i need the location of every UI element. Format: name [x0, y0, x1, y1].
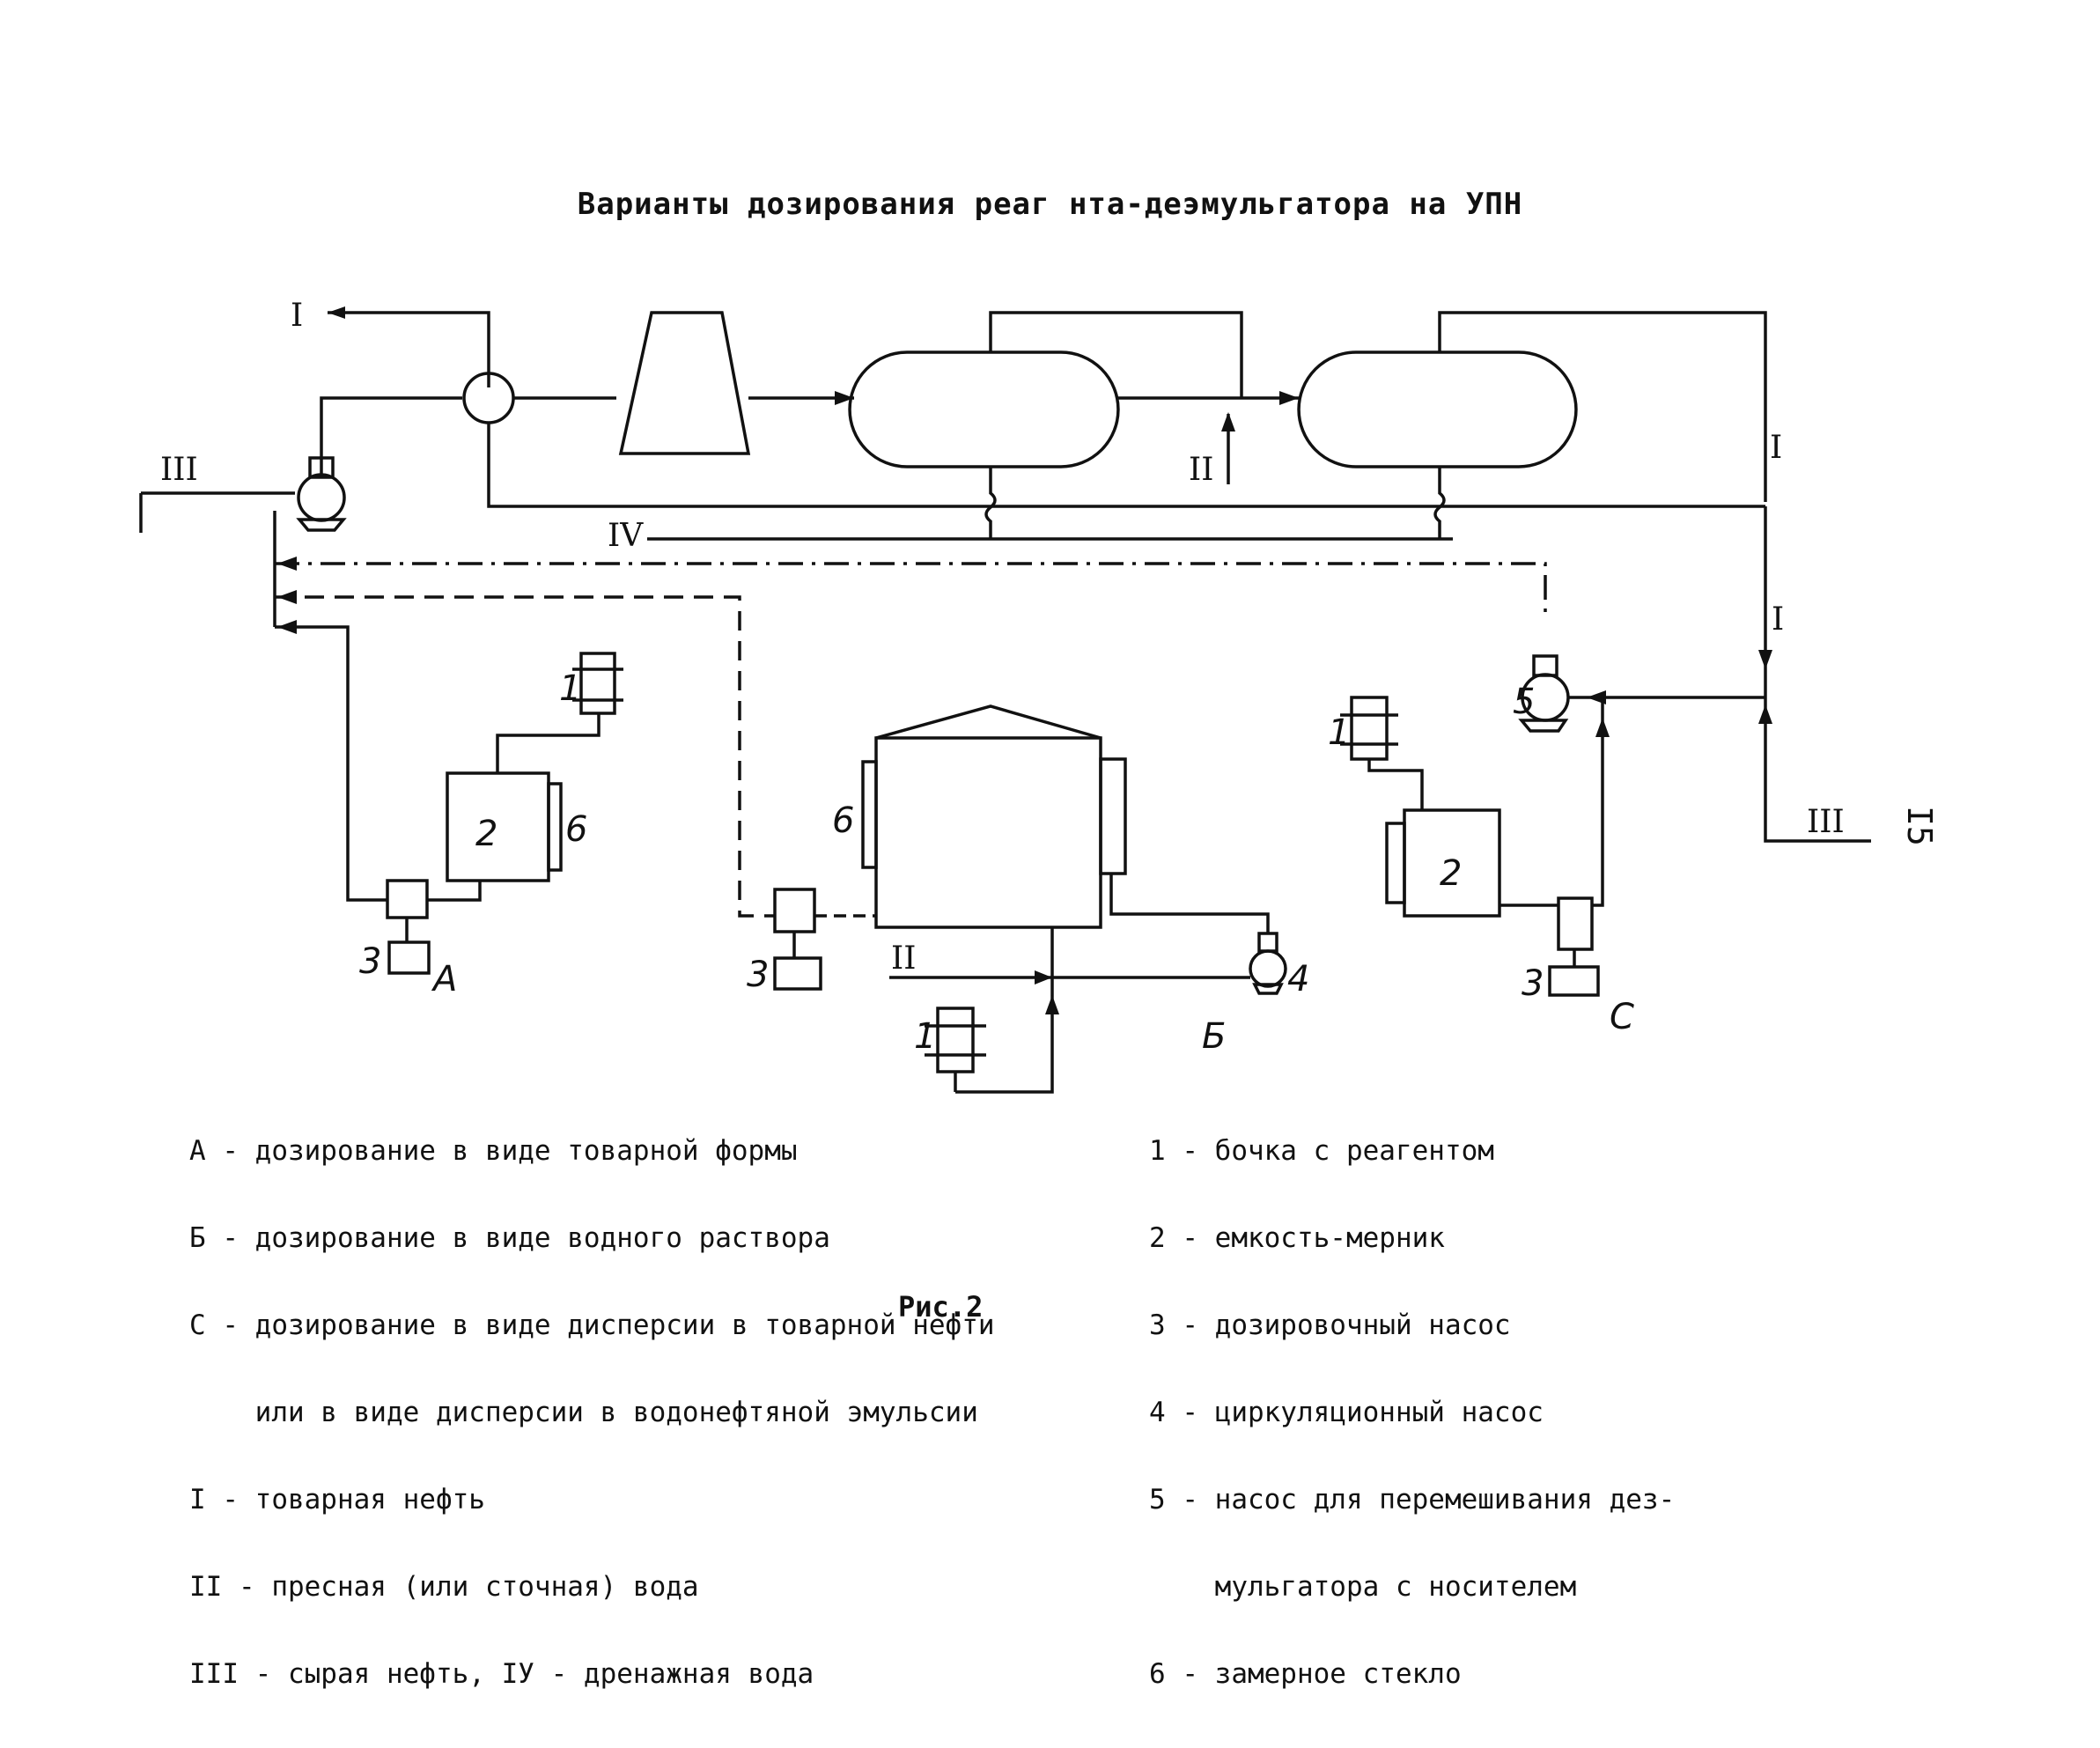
vessel-1	[848, 350, 1120, 468]
diagram-title: Варианты дозирования реаг нта-деэмульгат…	[577, 187, 1523, 222]
label-B-tank: 1	[914, 1016, 936, 1057]
legend-right: 1 - бочка с реагентом 2 - емкость-мерник…	[1149, 1079, 1675, 1747]
legend-left-item: II - пресная (или сточная) вода	[189, 1571, 699, 1603]
vessel1-drain	[984, 467, 997, 539]
variant-C-group	[1340, 654, 1765, 997]
legend-right-item: 5 - насос для перемешивания дез-	[1149, 1484, 1676, 1516]
vessel2-top-line	[1438, 311, 1767, 502]
label-A-pump: 3	[359, 941, 381, 982]
stream-label-II-mid: II	[1189, 452, 1213, 488]
label-A-glass: 6	[565, 809, 587, 850]
vessel-2	[1297, 350, 1578, 468]
label-variant-B: Б	[1202, 1016, 1226, 1057]
legend-left-item: III - сырая нефть, IУ - дренажная вода	[189, 1658, 814, 1690]
arrow-I-out	[328, 306, 345, 319]
separator	[618, 311, 751, 455]
legend-left-item: или в виде дисперсии в водонефтяной эмул…	[189, 1397, 978, 1428]
label-B-circ-pump: 4	[1287, 959, 1309, 999]
line-to-heatexchanger	[467, 311, 490, 387]
arrow-C-in	[277, 557, 297, 571]
variant-B-group	[773, 704, 1287, 1094]
pump-to-heatexchanger	[320, 396, 462, 476]
label-variant-C: С	[1610, 997, 1634, 1037]
diagram-stage: Варианты дозирования реаг нта-деэмульгат…	[139, 187, 1939, 1689]
label-C-tank: 1	[1328, 712, 1350, 753]
vessel1-top-line	[989, 311, 1243, 398]
right-vertical-line	[1764, 506, 1871, 843]
label-C-pump: 3	[1522, 963, 1544, 1004]
legend-right-item: 2 - емкость-мерник	[1149, 1222, 1445, 1254]
legend-left: А - дозирование в виде товарной формы Б …	[189, 1079, 995, 1747]
stream-label-II-B: II	[891, 940, 916, 977]
arrow-A-in	[277, 620, 297, 634]
stream-label-I-top: I	[291, 298, 303, 334]
legend-left-item: С - дозирование в виде дисперсии в товар…	[189, 1309, 995, 1341]
stream-label-IV: IV	[608, 518, 644, 554]
legend-left-item: Б - дозирование в виде водного раствора	[189, 1222, 830, 1254]
label-A-measure: 2	[475, 814, 497, 854]
legend-right-item: 6 - замерное стекло	[1149, 1658, 1462, 1690]
stream-label-III-left: III	[160, 452, 198, 488]
line-from-C	[275, 562, 1547, 616]
page-number: I5	[1900, 806, 1939, 846]
arrow-up-I	[1758, 704, 1772, 724]
arrow-vessel1	[835, 391, 854, 405]
arrow-vessel2	[1279, 391, 1299, 405]
stream-label-I-right-low: I	[1772, 601, 1784, 638]
process-flow-diagram: I III II I	[139, 298, 1871, 1094]
label-B-glass: 6	[832, 800, 854, 841]
stream-label-I-right: I	[1770, 430, 1782, 466]
legend-right-item: 3 - дозировочный насос	[1149, 1309, 1511, 1341]
legend-left-item: I - товарная нефть	[189, 1484, 485, 1516]
label-variant-A: А	[431, 959, 457, 999]
label-C-mix-pump: 5	[1513, 682, 1535, 722]
line-from-A	[275, 625, 387, 902]
figure-caption: Рис.2	[898, 1290, 984, 1324]
legend-right-item: 1 - бочка с реагентом	[1149, 1135, 1494, 1167]
label-C-measure: 2	[1440, 853, 1462, 894]
legend-right-item: мульгатора с носителем	[1149, 1571, 1577, 1603]
legend-right-item: 4 - циркуляционный насос	[1149, 1397, 1544, 1428]
label-B-pump: 3	[747, 955, 769, 995]
line-from-B	[275, 595, 775, 918]
vessel2-drain	[1433, 467, 1446, 539]
stream-label-III-right: III	[1807, 804, 1845, 840]
return-line	[487, 423, 1765, 508]
arrow-water-II	[1221, 412, 1235, 431]
legend-left-item: А - дозирование в виде товарной формы	[189, 1135, 798, 1167]
label-A-tank: 1	[559, 668, 581, 709]
arrow-down-I	[1758, 650, 1772, 669]
arrow-B-in	[277, 590, 297, 604]
variant-A-group	[386, 652, 623, 975]
